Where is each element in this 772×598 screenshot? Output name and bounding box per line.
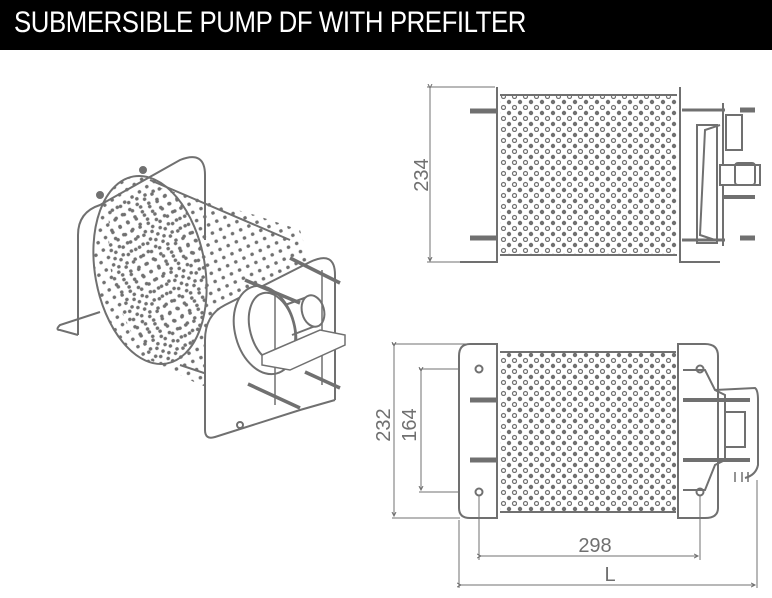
side-view (427, 87, 761, 263)
front-view (392, 344, 759, 588)
dimension-164-label: 164 (399, 408, 421, 441)
page-title: SUBMERSIBLE PUMP DF WITH PREFILTER (14, 6, 526, 39)
dimension-L-label: L (604, 564, 615, 586)
dimension-298-label: 298 (578, 535, 611, 557)
dimension-232-label: 232 (373, 408, 395, 441)
isometric-view (56, 156, 346, 439)
dimension-234-label: 234 (411, 158, 433, 191)
title-banner: SUBMERSIBLE PUMP DF WITH PREFILTER (0, 0, 772, 50)
